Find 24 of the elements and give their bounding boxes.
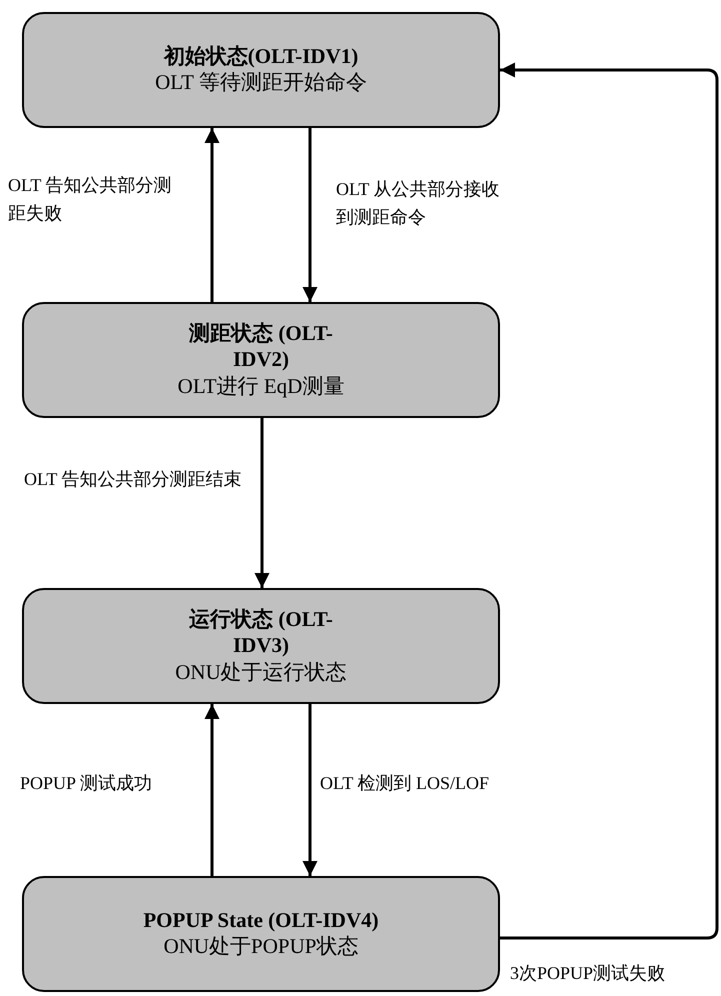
state-title: 测距状态 (OLT-IDV2): [188, 320, 334, 373]
state-description: ONU处于运行状态: [175, 658, 347, 686]
state-description: OLT 等待测距开始命令: [155, 69, 367, 96]
state-description: ONU处于POPUP状态: [164, 933, 358, 960]
arrow: [302, 704, 318, 876]
state-box: [22, 12, 500, 128]
arrow: [204, 128, 220, 302]
state-box: [22, 588, 500, 704]
edge-label: OLT 告知公共部分测距失败: [8, 174, 173, 225]
state-title: 初始状态(OLT-IDV1): [164, 43, 358, 70]
edge-label: POPUP 测试成功: [20, 772, 153, 795]
edge-label: OLT 告知公共部分测距结束: [24, 468, 243, 491]
state-title: 运行状态 (OLT-IDV3): [188, 606, 334, 659]
arrow: [500, 62, 718, 940]
edge-label: OLT 检测到 LOS/LOF: [320, 772, 490, 795]
state-title: POPUP State (OLT-IDV4): [143, 907, 379, 934]
arrow: [254, 418, 270, 588]
arrow: [204, 704, 220, 876]
edge-label: 3次POPUP测试失败: [510, 962, 666, 985]
edge-label: OLT 从公共部分接收到测距命令: [336, 178, 501, 229]
state-description: OLT进行 EqD测量: [178, 372, 344, 400]
state-box: [22, 876, 500, 992]
arrow: [302, 128, 318, 302]
state-box: [22, 302, 500, 418]
